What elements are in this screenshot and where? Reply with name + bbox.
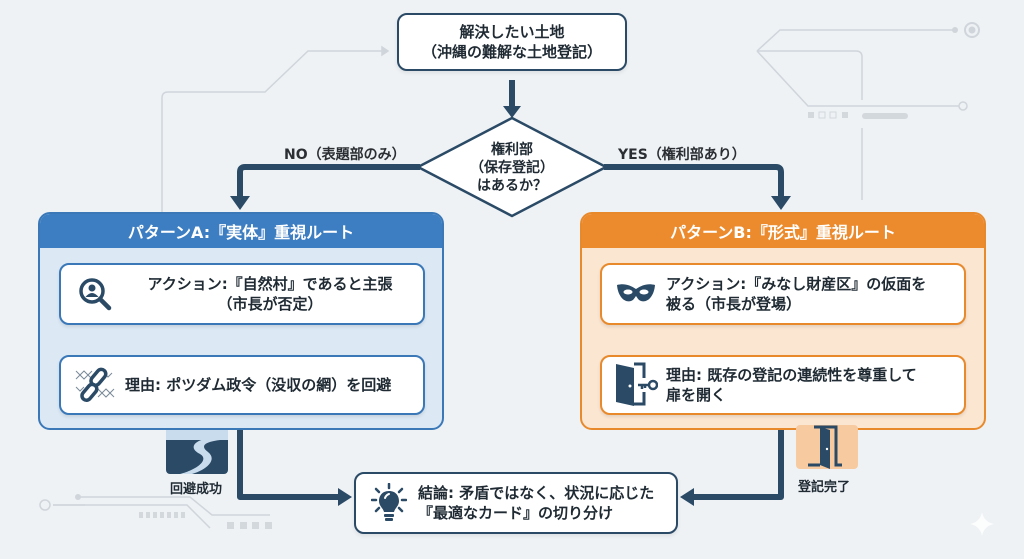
branch-yes-label: YES（権利部あり） <box>618 147 746 163</box>
start-node-title: 解決したい土地 <box>459 23 565 41</box>
pattern-a-reason-card: 理由: ポツダム政令（没収の網）を回避 <box>59 355 425 415</box>
decision-line-1: 権利部 <box>491 142 533 158</box>
search-person-icon <box>73 276 117 312</box>
pattern-a-reason-text: 理由: ポツダム政令（没収の網）を回避 <box>125 376 392 394</box>
conclusion-text: 結論: 矛盾ではなく、状況に応じた 『最適なカード』の切り分け <box>418 484 655 522</box>
pattern-b-action-text: アクション:『みなし財産区』の仮面を 被る（市長が登場） <box>666 275 927 313</box>
decorative-circuit-lines <box>53 29 963 529</box>
decision-line-2: （保存登記） <box>470 160 554 176</box>
start-node: 解決したい土地 （沖縄の難解な土地登記） <box>397 13 627 71</box>
pattern-a-outcome-label: 回避成功 <box>170 482 223 497</box>
pattern-b-reason-card: 理由: 既存の登記の連続性を尊重して 扉を開く <box>600 355 966 415</box>
decor-dot <box>952 27 958 33</box>
decor-target <box>964 22 980 38</box>
pattern-b-reason-text: 理由: 既存の登記の連続性を尊重して 扉を開く <box>666 366 917 404</box>
conclusion-node: 結論: 矛盾ではなく、状況に応じた 『最適なカード』の切り分け <box>354 472 678 534</box>
pattern-a-title: パターンA:『実体』重視ルート <box>40 214 442 248</box>
decision-diamond <box>415 116 609 218</box>
winding-road-icon <box>166 430 228 474</box>
mask-icon <box>614 282 658 306</box>
decor-squares <box>139 111 908 529</box>
pattern-a-action-text: アクション:『自然村』であると主張 （市長が否定） <box>147 275 393 313</box>
pattern-b-outcome-label: 登記完了 <box>798 480 851 495</box>
sparkle-icon <box>970 512 994 536</box>
decision-line-3: はあるか？ <box>477 178 547 194</box>
arrowheads <box>230 106 791 506</box>
decision-text: 権利部 （保存登記） はあるか？ <box>452 141 572 195</box>
broken-chain-net-icon <box>73 365 117 405</box>
open-door-icon <box>796 425 858 469</box>
branch-no-label: NO（表題部のみ） <box>284 147 406 163</box>
pattern-a-action-card: アクション:『自然村』であると主張 （市長が否定） <box>59 263 425 325</box>
flow-arrows <box>237 80 784 500</box>
start-node-subtitle: （沖縄の難解な土地登記） <box>421 43 602 61</box>
door-key-icon <box>614 362 658 408</box>
lightbulb-icon <box>370 483 408 523</box>
pattern-b-title: パターンB:『形式』重視ルート <box>582 214 984 248</box>
pattern-b-action-card: アクション:『みなし財産区』の仮面を 被る（市長が登場） <box>600 263 966 325</box>
